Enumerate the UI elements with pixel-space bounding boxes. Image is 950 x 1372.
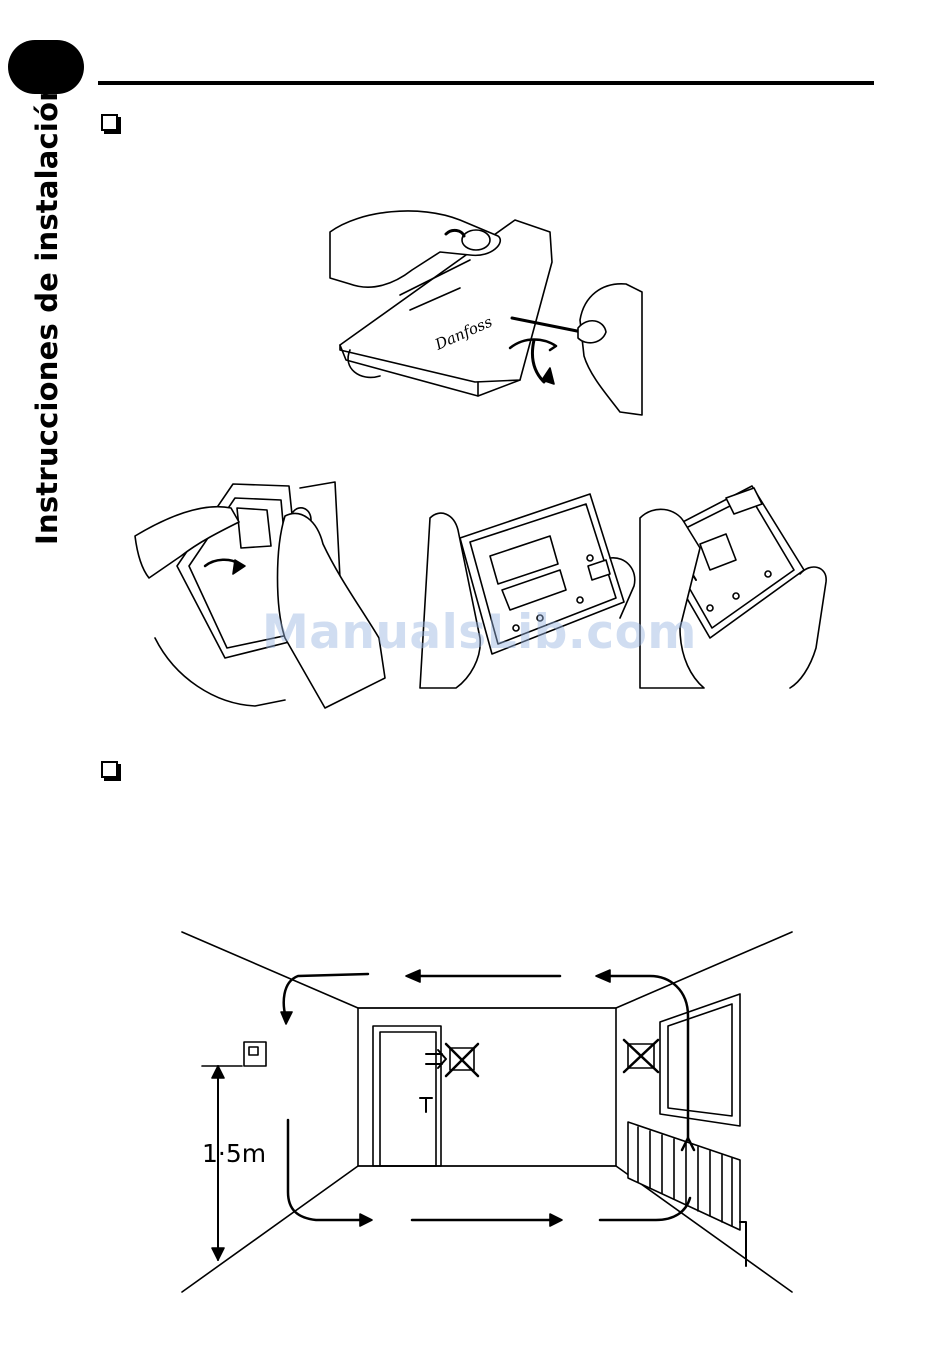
height-dimension-label: 1·5m (202, 1139, 266, 1168)
opening-thermostat-illustration: Danfoss (320, 200, 650, 420)
header-rule (98, 81, 874, 85)
watermark-text: ManualsLib.com (262, 605, 697, 660)
checkbox-icon (101, 114, 118, 131)
side-section-title: Instrucciones de instalación (30, 81, 64, 545)
removing-cover-illustration (135, 438, 385, 708)
checkbox-icon (101, 761, 118, 778)
room-placement-diagram: 1·5m (150, 920, 830, 1310)
